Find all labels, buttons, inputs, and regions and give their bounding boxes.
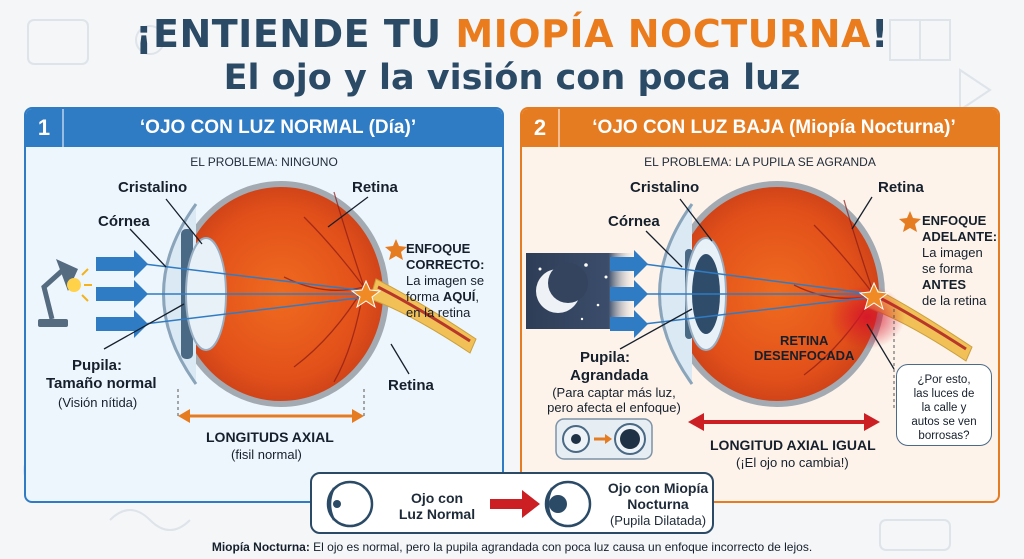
main-title: ¡ENTIENDE TU MIOPÍA NOCTURNA! [0,12,1024,56]
legend-night-label: Ojo con Miopía Nocturna (Pupila Dilatada… [598,480,718,529]
normal-eye-icon [326,480,374,528]
legend-left-line1: Ojo con [410,490,464,506]
label-pupila-note-2: (Para captar más luz, pero afecta el enf… [540,385,688,415]
axial-title-1: LONGITUDS AXIAL [206,429,334,445]
title-part1: ¡ENTIENDE TU [135,12,456,56]
bubble-line1: ¿Por esto, [917,374,971,386]
axial-length-arrow-2 [688,309,895,431]
main-subtitle: El ojo y la visión con poca luz [223,58,801,98]
legend-right-line3: (Pupila Dilatada) [609,513,707,528]
focus1-line2b: AQUÍ [442,289,476,304]
focus1-line2a: forma [406,289,443,304]
legend-right-line1: Ojo con Miopía [607,480,709,496]
label-cristalino-2: Cristalino [630,179,700,196]
panel2-problem: EL PROBLEMA: LA PUPILA SE AGRANDA [644,155,876,169]
comparison-legend: Ojo con Luz Normal Ojo con Miopía Noctur… [310,472,714,534]
lamp-icon [38,259,92,327]
focus2-line1: La imagen [922,245,983,260]
axial-title-2: LONGITUD AXIAL IGUAL [710,437,876,453]
focus2-line2: se forma [922,261,973,276]
panel1-number: 1 [26,109,64,147]
title-part2: ! [870,12,889,56]
focus-callout-1: ENFOQUE CORRECTO: La imagen se forma AQU… [406,241,484,321]
label-cornea-2: Córnea [608,213,660,230]
label-pupila-size-1: Tamaño normal [46,375,157,392]
normal-eye-diagram [38,181,477,423]
pupil-compare-icon [555,418,653,460]
legend-normal-label: Ojo con Luz Normal [392,490,482,522]
bubble-line3: la calle y [921,402,967,414]
focus-star-icon-2 [858,281,890,311]
blur-retina-label: RETINA DESENFOCADA [754,333,854,363]
bubble-line5: borrosas? [918,430,970,442]
footnote-bold: Miopía Nocturna: [211,540,310,554]
label-pupila-note-1: (Visión nítida) [58,395,138,410]
label-pupila-2: Pupila: [580,349,631,366]
pupila-note2-line2: pero afecta el enfoque) [547,400,681,415]
label-retina-bottom-1: Retina [388,377,434,394]
dilated-eye-icon [544,480,592,528]
bubble-line4: autos se ven [911,416,977,428]
label-cornea-1: Córnea [98,213,150,230]
focus1-title2: CORRECTO: [406,257,485,272]
footnote-text: El ojo es normal, pero la pupila agranda… [309,540,813,554]
label-retina-top-2: Retina [878,179,924,196]
panel2-number: 2 [522,109,560,147]
night-eye-diagram [526,181,973,460]
label-retina-top-1: Retina [352,179,398,196]
callout-star-icon-2 [899,211,921,232]
focus2-line3: ANTES [922,277,967,292]
panel2-title: ‘OJO CON LUZ BAJA (Miopía Nocturna)’ [592,117,956,138]
panel1-problem: EL PROBLEMA: NINGUNO [190,155,338,169]
focus2-title2: ADELANTE: [922,229,998,244]
panel-low-light: 2 ‘OJO CON LUZ BAJA (Miopía Nocturna)’ E… [520,107,1000,503]
blur-line2: DESENFOCADA [754,348,855,363]
label-pupila-size-2: Agrandada [570,367,649,384]
pupila-note2-line1: (Para captar más luz, [552,385,676,400]
callout-star-icon [385,239,407,260]
panel1-title: ‘OJO CON LUZ NORMAL (Día)’ [139,117,417,138]
panel2-header: 2 ‘OJO CON LUZ BAJA (Miopía Nocturna)’ [522,109,998,147]
panel1-header: 1 ‘OJO CON LUZ NORMAL (Día)’ [26,109,502,147]
axial-length-arrow [177,389,365,423]
legend-graphics [326,480,592,528]
panel-normal-light: 1 ‘OJO CON LUZ NORMAL (Día)’ EL PROBLEMA… [24,107,504,503]
footnote: Miopía Nocturna: El ojo es normal, pero … [0,540,1024,554]
title-accent: MIOPÍA NOCTURNA [455,12,871,56]
focus1-line1: La imagen se [406,273,485,288]
transition-arrow-icon [490,490,540,518]
label-pupila-1: Pupila: [72,357,123,374]
focus-callout-2: ENFOQUE ADELANTE: La imagen se forma ANT… [922,213,997,309]
legend-right-line2: Nocturna [627,496,689,512]
bubble-line2: las luces de [913,388,975,400]
light-rays-2 [610,250,873,338]
focus2-line4: de la retina [922,293,987,308]
focus1-line3: en la retina [406,305,471,320]
focus1-line2c: , [475,289,479,304]
legend-left-line2: Luz Normal [398,506,476,522]
blur-line1: RETINA [780,333,829,348]
label-cristalino-1: Cristalino [118,179,188,196]
axial-note-1: (fisil normal) [231,447,302,462]
focus2-title1: ENFOQUE [922,213,987,228]
axial-note-2: (¡El ojo no cambia!) [736,455,849,470]
focus-star-icon [350,279,382,309]
focus1-title1: ENFOQUE [406,241,471,256]
question-bubble: ¿Por esto, las luces de la calle y autos… [896,364,992,446]
